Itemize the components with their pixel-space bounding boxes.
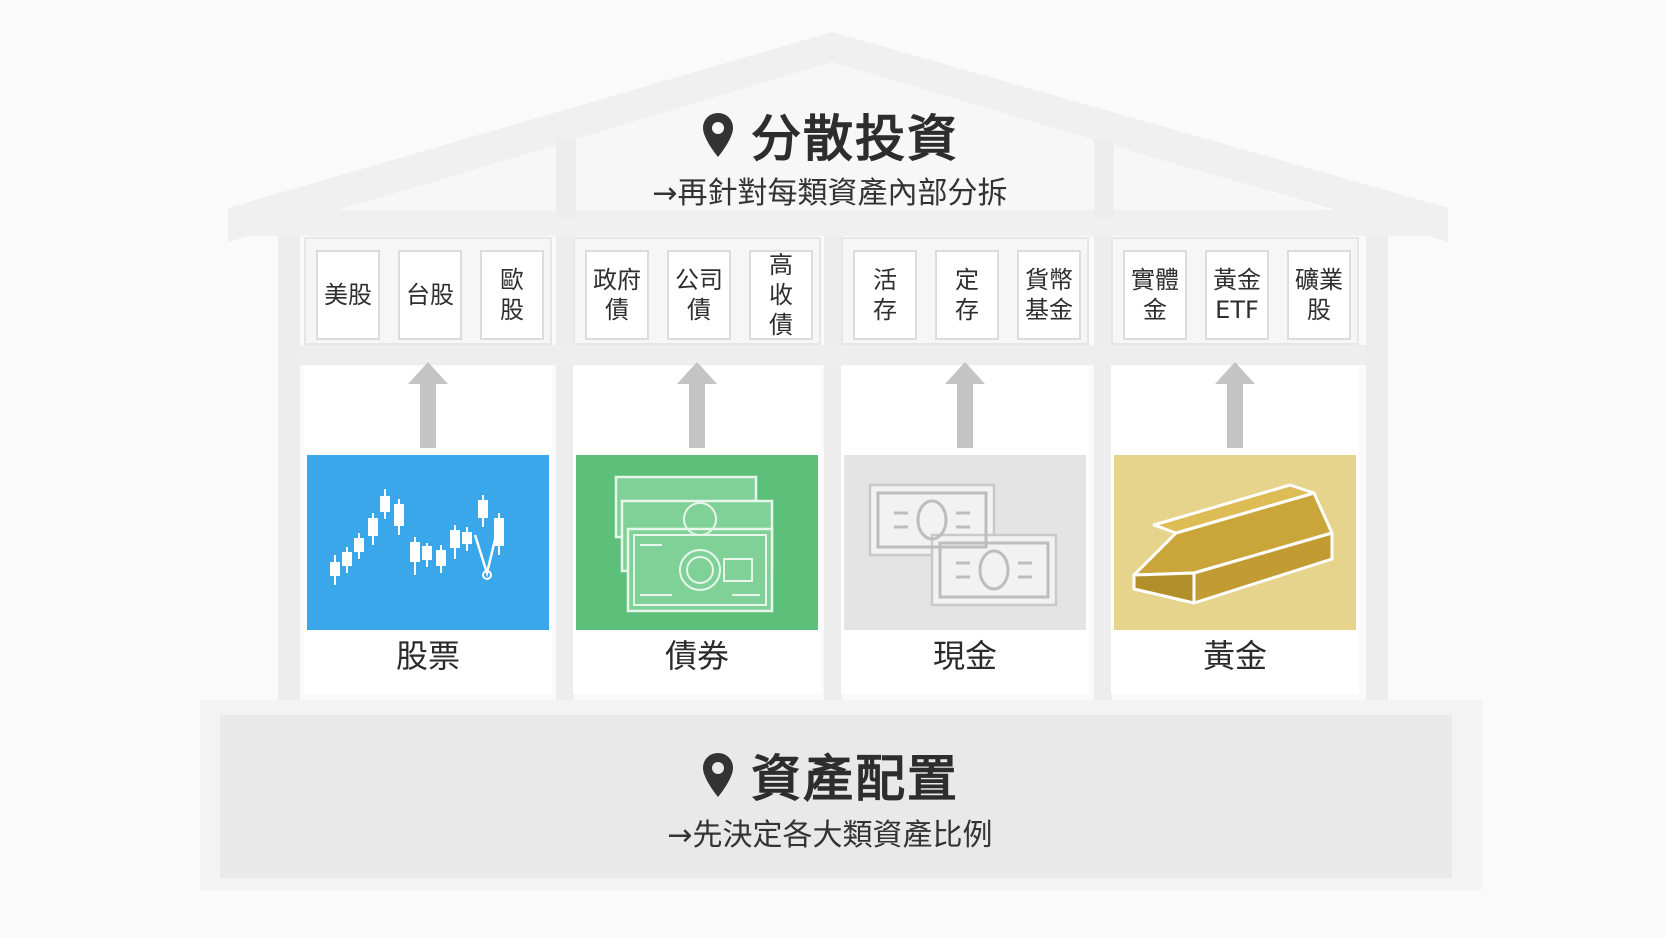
sub-item: 活 存 (853, 250, 917, 340)
candle-body (450, 530, 460, 548)
foundation-title-text: 資產配置 (751, 750, 959, 808)
arrow-up-icon (408, 362, 448, 448)
sub-item: 台股 (398, 250, 462, 340)
roof-subtitle: →再針對每類資產內部分拆 (652, 176, 1008, 211)
roof-title: 分散投資 (570, 100, 1090, 170)
candle-body (462, 532, 472, 544)
sub-item: 實體 金 (1123, 250, 1187, 340)
candle-body (330, 562, 340, 576)
candle-body (436, 550, 446, 566)
arrow-up-icon (677, 362, 717, 448)
candle-body (394, 504, 404, 526)
candle-body (410, 542, 420, 562)
foundation (220, 715, 1452, 878)
sub-item: 歐 股 (480, 250, 544, 340)
roof-outline (228, 32, 1448, 242)
candle-body (494, 518, 504, 546)
sub-item: 貨幣 基金 (1017, 250, 1081, 340)
sub-item: 黃金 ETF (1205, 250, 1269, 340)
sub-item: 政府 債 (585, 250, 649, 340)
inner-pillar (1094, 236, 1112, 706)
mid-beam (300, 345, 1366, 365)
roof-title-text: 分散投資 (751, 110, 959, 168)
map-pin-icon (703, 113, 733, 157)
sub-item: 高 收 債 (749, 250, 813, 340)
stocks-tile (307, 455, 549, 630)
candle-body (478, 500, 488, 518)
sub-item: 礦業 股 (1287, 250, 1351, 340)
sub-item: 美股 (316, 250, 380, 340)
foundation-subtitle: →先決定各大類資產比例 (667, 818, 993, 853)
gold-bar-icon (1114, 455, 1356, 630)
roof-divider (1094, 138, 1114, 218)
sub-item: 公司 債 (667, 250, 731, 340)
sub-item: 定 存 (935, 250, 999, 340)
category-label-stocks: 股票 (395, 637, 460, 675)
inner-pillar (556, 236, 574, 706)
candle-body (380, 496, 390, 512)
banknotes-icon (576, 455, 818, 630)
candle-body (422, 546, 432, 560)
candlestick-chart-icon (307, 455, 549, 630)
roof-divider (556, 138, 576, 218)
category-label-gold: 黃金 (1202, 637, 1267, 675)
foundation-title: 資產配置 (560, 740, 1100, 810)
arrow-up-icon (1215, 362, 1255, 448)
outer-pillar-left (278, 236, 300, 706)
candle-body (354, 538, 364, 552)
outer-pillar-right (1366, 236, 1388, 706)
map-pin-icon (703, 753, 733, 797)
inner-pillar (824, 236, 842, 706)
category-label-bonds: 債券 (664, 637, 729, 675)
candle-body (368, 518, 378, 536)
category-label-cash: 現金 (932, 637, 997, 675)
arrow-up-icon (945, 362, 985, 448)
roof-beam (228, 210, 1448, 236)
cash-bills-icon (844, 455, 1086, 630)
candle-body (342, 552, 352, 566)
